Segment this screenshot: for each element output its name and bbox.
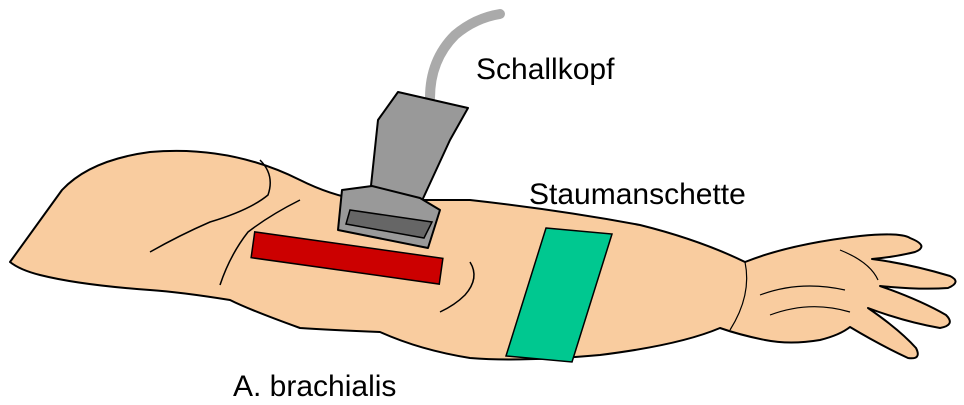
arm xyxy=(10,151,956,360)
arm-outline xyxy=(10,151,956,360)
artery-label: A. brachialis xyxy=(233,372,396,402)
cuff-label: Staumanschette xyxy=(529,180,746,210)
probe-body xyxy=(370,92,468,205)
probe-label: Schallkopf xyxy=(476,55,614,85)
